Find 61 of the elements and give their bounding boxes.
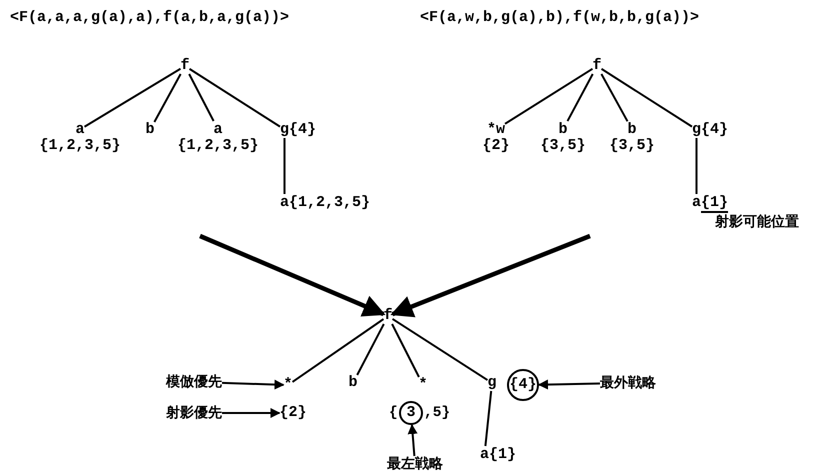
term-symbol: f	[384, 308, 392, 324]
term-symbol: b	[146, 122, 154, 138]
tree-branch	[188, 74, 214, 122]
position-set: {1}	[701, 194, 728, 211]
tree-branch	[484, 390, 492, 446]
term-symbol: a	[280, 194, 290, 211]
term-symbol: f	[180, 58, 190, 74]
term-symbol: {2}	[280, 405, 306, 421]
position-set: {2}	[482, 138, 510, 154]
term-symbol: *	[284, 377, 292, 393]
position-set: {3,5}	[540, 138, 586, 154]
tree-branch	[356, 324, 385, 376]
term-symbol: g	[488, 375, 496, 391]
term-symbol: b	[558, 121, 568, 138]
formula-text: <F(a,a,a,g(a),a),f(a,b,a,g(a))>	[10, 10, 290, 26]
term-symbol: a	[214, 121, 222, 138]
term-symbol: b	[348, 375, 358, 391]
large-arrow	[390, 234, 591, 318]
callout-text: 最外戦略	[600, 375, 656, 391]
tree-branch	[504, 68, 594, 125]
term-symbol: f	[592, 58, 602, 74]
position-set: {1,2,3,5}	[289, 194, 370, 211]
tree-branch	[154, 74, 182, 122]
tree-branch	[696, 138, 698, 194]
term-symbol: *w	[487, 121, 505, 138]
tree-branch	[600, 68, 693, 128]
tree-branch	[188, 68, 281, 128]
position-set: {4}	[701, 121, 728, 138]
circled-position: 3	[399, 401, 423, 425]
callout-text: 模倣優先	[166, 374, 222, 390]
tree-branch	[391, 324, 420, 378]
note-text: 射影可能位置	[715, 214, 799, 230]
term-symbol: a	[480, 446, 490, 463]
set-fragment: ,5}	[424, 405, 450, 421]
arrow	[222, 380, 284, 390]
term-symbol: g	[280, 121, 290, 138]
large-arrow	[199, 234, 386, 316]
arrow	[538, 380, 600, 390]
arrow	[222, 408, 280, 418]
position-set: {1,2,3,5}	[178, 138, 258, 154]
tree-branch	[600, 74, 628, 122]
tree-branch	[284, 138, 286, 194]
arrow	[408, 424, 418, 456]
position-set: {3,5}	[610, 138, 654, 154]
formula-text: <F(a,w,b,g(a),b),f(w,b,b,g(a))>	[420, 10, 700, 26]
term-symbol: g	[692, 121, 702, 138]
term-symbol: *	[418, 377, 428, 393]
set-fragment: {	[389, 405, 398, 421]
position-set: {4}	[289, 121, 316, 138]
callout-text: 最左戦略	[387, 456, 443, 472]
tree-branch	[566, 74, 594, 122]
callout-text: 射影優先	[166, 405, 222, 421]
term-symbol: b	[628, 121, 636, 138]
tree-branch	[392, 318, 488, 381]
term-symbol: a	[692, 194, 702, 211]
tree-branch	[292, 318, 384, 383]
circled-position: {4}	[507, 369, 539, 401]
term-symbol: a	[76, 121, 84, 138]
position-set: {1,2,3,5}	[40, 138, 120, 154]
tree-branch	[84, 68, 181, 128]
position-set: {1}	[489, 446, 516, 463]
